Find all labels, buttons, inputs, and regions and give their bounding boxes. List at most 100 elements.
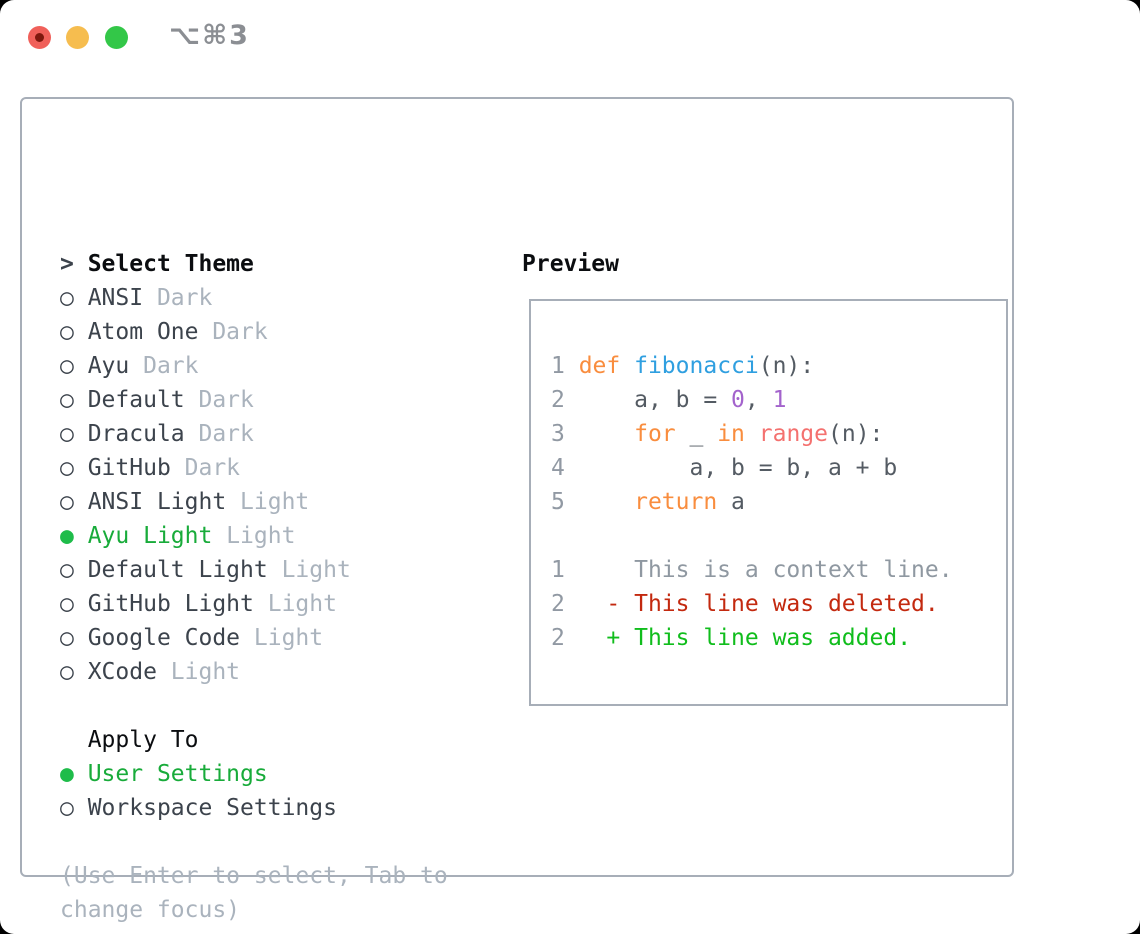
theme-name: XCode [87, 659, 171, 685]
apply-to-header: Apply To [87, 727, 199, 753]
code-segment-code: a, b = [578, 387, 732, 413]
code-segment-keyword: for [634, 421, 676, 447]
code-segment-lnum: 2 [551, 625, 565, 651]
code-line: 2 + This line was added. [551, 621, 1006, 655]
code-segment-lnum: 2 [551, 387, 579, 413]
code-line: 2 - This line was deleted. [551, 587, 1006, 621]
theme-variant: Dark [212, 319, 268, 345]
radio-icon: ● [60, 523, 88, 549]
theme-variant: Dark [198, 421, 254, 447]
code-segment-code: (n): [828, 421, 884, 447]
code-segment-lnum: 1 [551, 353, 579, 379]
radio-icon: ● [60, 761, 88, 787]
code-segment-code: (n): [758, 353, 815, 379]
code-segment-code [579, 489, 634, 515]
chevron-icon: > [60, 251, 88, 277]
theme-name: ANSI Light [87, 489, 241, 515]
code-segment-keyword: in [717, 421, 745, 447]
theme-item[interactable]: ○ Google Code Light [60, 621, 351, 655]
preview-header: Preview [522, 251, 619, 277]
theme-item[interactable]: ○ XCode Light [60, 655, 351, 689]
code-segment-deleted: - This line was deleted. [606, 591, 939, 617]
radio-icon: ○ [60, 625, 88, 651]
theme-variant: Light [253, 625, 324, 651]
theme-item[interactable]: ○ Dracula Dark [60, 417, 351, 451]
code-segment-added: + This line was added. [606, 625, 912, 651]
code-segment-lnum: 1 [551, 557, 565, 583]
code-segment-code: , [744, 387, 773, 413]
code-segment-code: _ [675, 421, 718, 447]
theme-name: GitHub Light [87, 591, 268, 617]
radio-icon: ○ [60, 795, 88, 821]
code-segment-lnum: 2 [551, 591, 565, 617]
theme-name: ANSI [87, 285, 157, 311]
code-segment-code [620, 353, 634, 379]
radio-icon: ○ [60, 659, 88, 685]
code-segment-code [565, 591, 607, 617]
help-footer-line: (Use Enter to select, Tab to [60, 863, 448, 889]
code-segment-number: 1 [772, 387, 787, 413]
theme-name: Google Code [87, 625, 254, 651]
theme-name: Dracula [87, 421, 199, 447]
radio-icon: ○ [60, 591, 88, 617]
code-segment-lnum: 5 [551, 489, 579, 515]
code-segment-lnum: 3 [551, 421, 579, 447]
code-segment-code [565, 625, 607, 651]
apply-option[interactable]: ● User Settings [60, 757, 337, 791]
code-segment-keyword: return [634, 489, 718, 515]
theme-variant: Light [281, 557, 351, 583]
code-line: 2 a, b = 0, 1 [551, 383, 1006, 417]
help-footer-line: change focus) [60, 897, 241, 923]
theme-item[interactable]: ○ Ayu Dark [60, 349, 351, 383]
theme-variant: Dark [156, 285, 213, 311]
theme-item[interactable]: ○ Atom One Dark [60, 315, 351, 349]
titlebar: ⌥⌘3 [0, 0, 1140, 74]
code-line: 4 a, b = b, a + b [551, 451, 1006, 485]
theme-name: Atom One [87, 319, 213, 345]
select-theme-header: > Select Theme [60, 247, 351, 281]
code-segment-code: a [717, 489, 745, 515]
theme-item[interactable]: ○ Default Light Light [60, 553, 351, 587]
theme-item[interactable]: ○ ANSI Dark [60, 281, 351, 315]
theme-item[interactable]: ● Ayu Light Light [60, 519, 351, 553]
close-button[interactable] [28, 26, 51, 49]
radio-icon: ○ [60, 489, 88, 515]
radio-icon: ○ [60, 557, 88, 583]
radio-icon: ○ [60, 285, 88, 311]
select-theme-header-label: Select Theme [87, 251, 254, 277]
zoom-button[interactable] [105, 26, 128, 49]
theme-variant: Light [226, 523, 296, 549]
theme-variant: Light [240, 489, 310, 515]
theme-variant: Light [267, 591, 337, 617]
theme-variant: Dark [184, 455, 241, 481]
code-segment-builtin: range [758, 421, 828, 447]
theme-item[interactable]: ○ GitHub Light Light [60, 587, 351, 621]
code-line: 1 def fibonacci(n): [551, 349, 1006, 383]
theme-variant: Dark [198, 387, 254, 413]
radio-icon: ○ [60, 387, 88, 413]
apply-to-section: Apply To ● User Settings○ Workspace Sett… [60, 723, 337, 825]
theme-name: Default Light [87, 557, 282, 583]
minimize-button[interactable] [66, 26, 89, 49]
code-segment-number: 0 [731, 387, 745, 413]
theme-item[interactable]: ○ ANSI Light Light [60, 485, 351, 519]
radio-icon: ○ [60, 319, 88, 345]
theme-name: Ayu Light [87, 523, 227, 549]
code-segment-function: fibonacci [634, 353, 759, 379]
theme-variant: Dark [143, 353, 199, 379]
theme-item[interactable]: ○ GitHub Dark [60, 451, 351, 485]
close-button-dot [35, 33, 44, 42]
theme-name: Ayu [87, 353, 144, 379]
theme-name: Default [87, 387, 199, 413]
code-line: 1 This is a context line. [551, 553, 1006, 587]
code-segment-context: This is a context line. [564, 557, 953, 583]
radio-icon: ○ [60, 421, 88, 447]
code-segment-code [745, 421, 759, 447]
theme-item[interactable]: ○ Default Dark [60, 383, 351, 417]
apply-option[interactable]: ○ Workspace Settings [60, 791, 337, 825]
code-line: 5 return a [551, 485, 1006, 519]
radio-icon: ○ [60, 455, 88, 481]
apply-option-label: User Settings [87, 761, 268, 787]
